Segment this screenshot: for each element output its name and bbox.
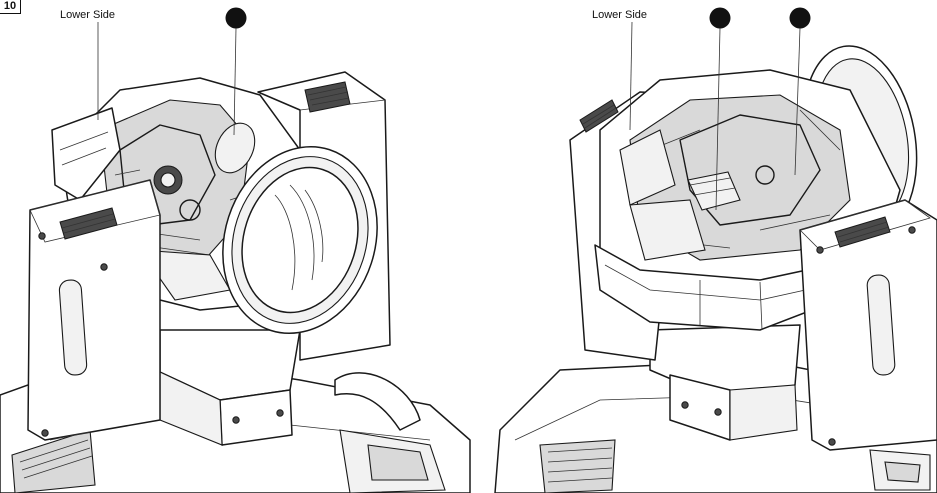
left-front-arm-vent — [59, 207, 118, 240]
right-lower-side-leader — [629, 21, 633, 131]
right-base-vent — [539, 439, 616, 493]
figure-number-tag: 10 — [0, 0, 21, 14]
right-fixture-view — [494, 7, 937, 493]
left-front-lens — [222, 145, 378, 335]
left-internal-lens — [214, 122, 256, 174]
right-marker-2-leader — [794, 27, 801, 176]
right-lower-side-panel — [619, 129, 676, 206]
right-lower-side-label: Lower Side — [592, 9, 648, 21]
right-callout-marker-2 — [789, 7, 811, 29]
right-marker-1-leader — [715, 27, 721, 211]
left-lower-side-panel — [51, 107, 121, 201]
right-callout-marker-1 — [709, 7, 731, 29]
left-base-vent — [11, 429, 96, 493]
left-callout-marker-1 — [225, 7, 247, 29]
left-lower-side-label: Lower Side — [60, 9, 116, 21]
left-marker-leader — [233, 27, 237, 136]
left-base-ring — [334, 372, 421, 431]
left-fixture-view — [0, 7, 471, 493]
left-arm-handle — [58, 279, 88, 376]
right-arm-handle — [866, 274, 896, 376]
